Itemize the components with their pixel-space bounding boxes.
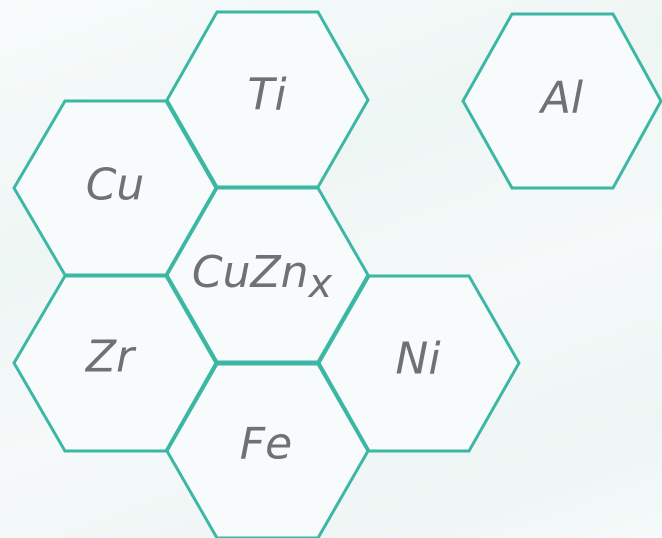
hex-cell-zr: Zr [12, 274, 218, 453]
hex-label-cuznx: CuZnx [192, 247, 333, 308]
hex-label-ni: Ni [395, 334, 441, 385]
hex-shape [461, 12, 662, 190]
hex-label-main: CuZn [192, 247, 309, 298]
hex-label-ti: Ti [247, 70, 287, 121]
hex-label-zr: Zr [85, 332, 137, 383]
hex-label-cu: Cu [86, 160, 145, 211]
hex-label-fe: Fe [240, 419, 292, 470]
hex-shape [165, 362, 370, 538]
hex-cell-fe: Fe [165, 362, 370, 538]
hex-cell-cu: Cu [12, 99, 218, 277]
hex-label-al: Al [538, 73, 584, 124]
hex-cell-al: Al [461, 12, 662, 190]
hex-label-subscript: x [306, 261, 332, 307]
hex-cell-ni: Ni [317, 274, 521, 453]
